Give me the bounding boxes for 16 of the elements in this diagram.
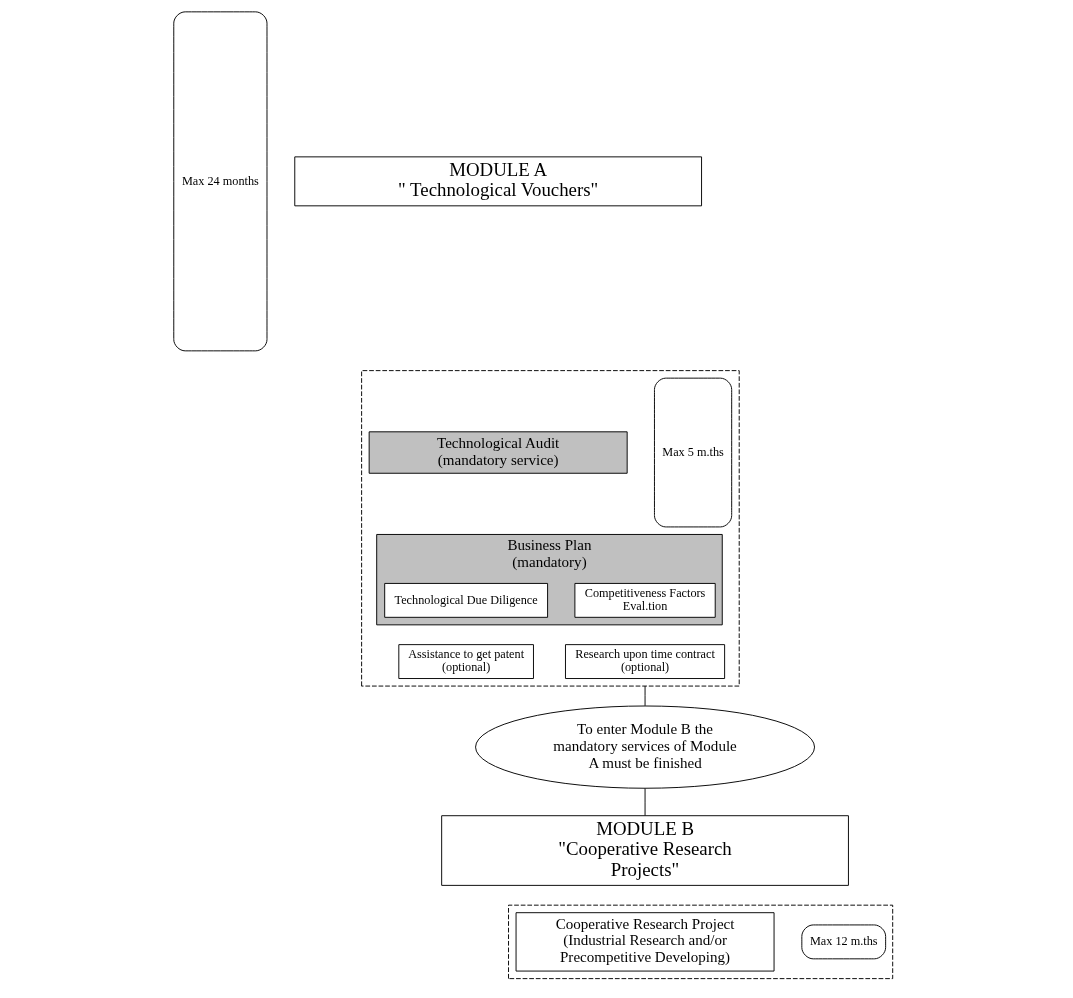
node-box: Cooperative Research Project (Industrial Research and/or Precompetitive Developing) — [515, 912, 775, 972]
cluster — [507, 904, 893, 980]
node-box: Max 5 m.ths — [653, 377, 732, 528]
node-box: Competitiveness Factors Eval.tion — [573, 582, 716, 618]
connector — [644, 685, 645, 707]
node-ellipse: To enter Module B the mandatory services of Module A must be finished — [474, 705, 815, 789]
connector — [644, 788, 645, 816]
node-box: Max 24 months — [172, 11, 267, 352]
node-box: MODULE A " Technological Vouchers" — [293, 156, 702, 207]
node-box: Research upon time contract (optional) — [564, 644, 725, 679]
node-box: MODULE B "Cooperative Research Projects" — [440, 815, 849, 886]
node-box: Technological Audit (mandatory service) — [368, 431, 628, 474]
node-box: Assistance to get patent (optional) — [397, 644, 534, 679]
node-box: Technological Due Diligence — [383, 582, 548, 618]
cluster — [360, 370, 740, 687]
node-box: Max 12 m.ths — [800, 924, 886, 960]
